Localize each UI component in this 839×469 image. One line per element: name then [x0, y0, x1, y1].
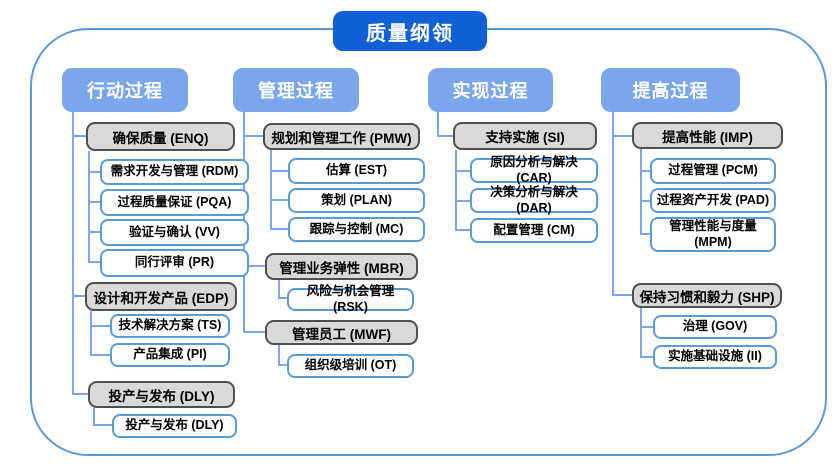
connector-line: [278, 345, 280, 366]
node-rdm: 需求开发与管理 (RDM): [100, 159, 249, 185]
column-header-action-process: 行动过程: [62, 68, 188, 112]
connector-line: [72, 295, 85, 297]
connector-line: [93, 424, 112, 426]
connector-line: [640, 356, 653, 358]
connector-line: [88, 151, 90, 262]
connector-line: [90, 311, 92, 355]
node-pmw: 规划和管理工作 (PMW): [263, 123, 420, 150]
connector-line: [612, 135, 632, 137]
column-header-improvement-process: 提高过程: [601, 68, 740, 112]
connector-line: [640, 170, 650, 172]
node-pi: 产品集成 (PI): [110, 343, 230, 367]
connector-line: [90, 354, 110, 356]
connector-line: [612, 112, 614, 296]
node-pcm: 过程管理 (PCM): [650, 158, 776, 184]
node-vv: 验证与确认 (VV): [100, 219, 249, 246]
node-mc: 跟踪与控制 (MC): [288, 217, 425, 242]
connector-line: [270, 228, 288, 230]
connector-line: [640, 326, 653, 328]
node-mbr: 管理业务弹性 (MBR): [265, 253, 418, 280]
node-imp: 提高性能 (IMP): [632, 122, 783, 149]
connector-line: [270, 199, 288, 201]
connector-line: [270, 150, 272, 229]
node-enq: 确保质量 (ENQ): [86, 122, 235, 151]
node-ii: 实施基础设施 (II): [653, 345, 777, 369]
node-mwf: 管理员工 (MWF): [265, 320, 418, 345]
node-pqa: 过程质量保证 (PQA): [100, 189, 249, 216]
connector-line: [612, 294, 632, 296]
connector-line: [278, 297, 287, 299]
connector-line: [88, 201, 100, 203]
connector-line: [243, 135, 263, 137]
node-edp: 设计和开发产品 (EDP): [85, 282, 237, 311]
connector-line: [278, 364, 287, 366]
connector-line: [243, 331, 265, 333]
connector-line: [88, 231, 100, 233]
connector-line: [455, 170, 470, 172]
connector-line: [72, 393, 88, 395]
column-header-realization-process: 实现过程: [428, 68, 553, 112]
node-dly: 投产与发布 (DLY): [88, 381, 235, 408]
node-rsk: 风险与机会管理 (RSK): [287, 284, 414, 314]
node-mpm: 管理性能与度量 (MPM): [650, 217, 776, 252]
connector-line: [640, 149, 642, 234]
connector-line: [88, 171, 100, 173]
node-shp: 保持习惯和毅力 (SHP): [632, 283, 782, 308]
node-car: 原因分析与解决 (CAR): [470, 155, 598, 185]
connector-line: [243, 265, 265, 267]
node-dar: 决策分析与解决 (DAR): [470, 185, 598, 215]
connector-line: [278, 280, 280, 299]
connector-line: [437, 112, 439, 137]
node-ot: 组织级培训 (OT): [287, 354, 414, 378]
connector-line: [455, 229, 470, 231]
connector-line: [88, 261, 100, 263]
node-ts: 技术解决方案 (TS): [110, 314, 230, 338]
connector-line: [455, 150, 457, 230]
node-est: 估算 (EST): [288, 158, 425, 184]
connector-line: [640, 200, 650, 202]
connector-line: [437, 135, 453, 137]
node-plan: 策划 (PLAN): [288, 188, 425, 213]
connector-line: [72, 135, 86, 137]
diagram-title: 质量纲领: [333, 11, 487, 51]
node-pad: 过程资产开发 (PAD): [650, 188, 776, 213]
column-header-management-process: 管理过程: [233, 68, 359, 112]
connector-line: [72, 112, 74, 395]
connector-line: [93, 408, 95, 426]
connector-line: [455, 200, 470, 202]
node-cm: 配置管理 (CM): [470, 218, 598, 243]
connector-line: [640, 308, 642, 357]
node-dly-child: 投产与发布 (DLY): [112, 414, 237, 438]
node-pr: 同行评审 (PR): [100, 249, 249, 277]
node-gov: 治理 (GOV): [653, 315, 777, 339]
connector-line: [640, 233, 650, 235]
node-si: 支持实施 (SI): [453, 122, 597, 150]
connector-line: [270, 170, 288, 172]
connector-line: [90, 325, 110, 327]
